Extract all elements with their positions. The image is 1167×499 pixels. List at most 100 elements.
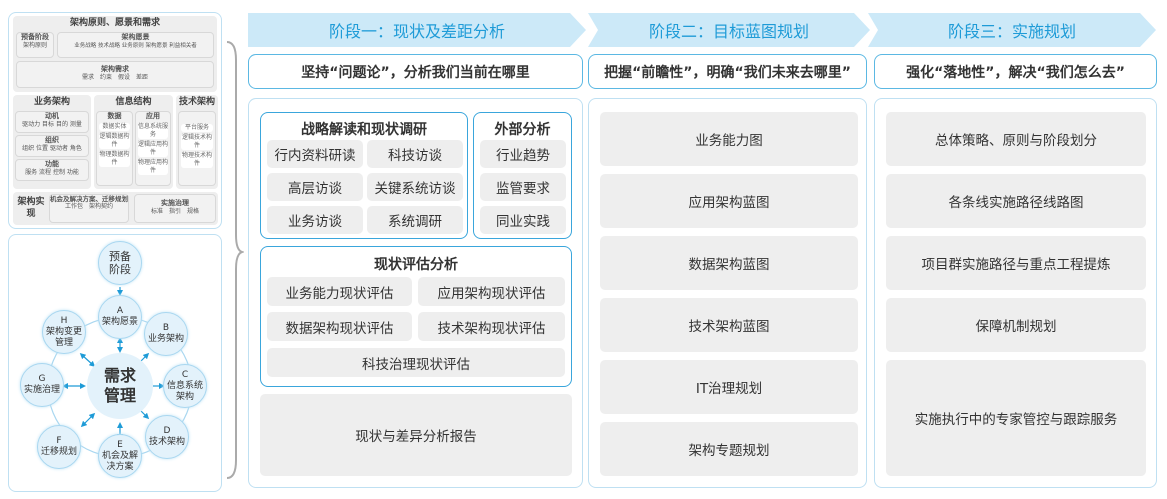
group-title: 功能 [45, 160, 59, 168]
assessment-item: 应用架构现状评估 [418, 277, 565, 306]
phase-label: 机会及解决方案 [102, 450, 139, 472]
stage-3-subtitle: 强化“落地性”，解决“我们怎么去” [874, 54, 1157, 89]
strategy-item: 高层访谈 [267, 173, 363, 201]
tech-item: 平台服务 [181, 124, 213, 132]
phase-letter: F [56, 436, 62, 446]
stage-3-item: 实施执行中的专家管控与跟踪服务 [886, 360, 1146, 476]
phase-letter: E [117, 439, 123, 450]
stage-3-item: 保障机制规划 [886, 298, 1146, 352]
app-item: 物理应用构件 [138, 159, 169, 175]
strategy-item: 系统调研 [367, 206, 463, 234]
business-arch-section: 业务架构 动机驱动力 目标 目的 测量 组织组织 位置 驱动者 角色 功能服务 … [13, 95, 91, 189]
organization-box: 组织组织 位置 驱动者 角色 [15, 135, 89, 157]
app-title: 应用 [146, 112, 160, 120]
assessment-item: 科技治理现状评估 [267, 348, 565, 377]
center-label: 需求管理 [103, 366, 136, 405]
business-title: 业务架构 [33, 97, 70, 107]
external-analysis-box: 外部分析 行业趋势 监管要求 同业实践 [473, 112, 572, 239]
vision-box: 架构愿景 业务战略 技术战略 业务原则 架构愿景 利益相关者 [57, 32, 214, 58]
stage-title: 阶段三：实施规划 [947, 22, 1076, 41]
strategy-title: 战略解读和现状调研 [301, 122, 427, 138]
strategy-item: 业务访谈 [267, 206, 363, 234]
opportunity-items: 工作包 架构契约 [64, 203, 113, 210]
vision-title: 架构愿景 [121, 33, 150, 41]
data-box: 数据 数据实体 逻辑数据构件 物理数据构件 [96, 111, 133, 186]
data-item: 数据实体 [99, 123, 130, 131]
assessment-title: 现状评估分析 [374, 257, 458, 273]
strategy-research-box: 战略解读和现状调研 行内资料研读 科技访谈 高层访谈 关键系统访谈 业务访谈 系… [260, 112, 468, 239]
tech-item: 物理技术构件 [181, 152, 213, 168]
stage-3-item: 各条线实施路径线路图 [886, 174, 1146, 228]
phase-label: 业务架构 [147, 334, 184, 344]
strategy-item: 科技访谈 [367, 140, 463, 168]
stage-3-panel [874, 98, 1157, 488]
governance-items: 标准 指引 规格 [150, 208, 199, 215]
requirements-items: 需求 约束 假设 差距 [81, 74, 148, 81]
stage-3-header: 阶段三：实施规划 [868, 13, 1156, 47]
data-item: 逻辑数据构件 [99, 133, 130, 149]
assessment-item: 技术架构现状评估 [418, 312, 565, 341]
assessment-item: 数据架构现状评估 [267, 312, 412, 341]
group-items: 组织 位置 驱动者 角色 [22, 145, 82, 152]
prelim-label: 预备阶段 [109, 250, 131, 276]
group-items: 驱动力 目标 目的 测量 [22, 121, 82, 128]
stage-2-item: 业务能力图 [600, 112, 858, 166]
info-title: 信息结构 [115, 97, 152, 107]
stage-2-item: IT治理规划 [600, 360, 858, 414]
external-item: 监管要求 [480, 173, 566, 201]
group-title: 动机 [45, 112, 59, 120]
opportunity-title: 机会及解决方案、迁移规划 [50, 195, 128, 203]
principles-section: 架构原则、愿景和需求 预备阶段 架构原则 架构愿景 业务战略 技术战略 业务原则… [13, 16, 217, 92]
assessment-box: 现状评估分析 业务能力现状评估 应用架构现状评估 数据架构现状评估 技术架构现状… [260, 246, 572, 387]
stage-2-item: 数据架构蓝图 [600, 236, 858, 290]
prelim-phase-circle: 预备阶段 [98, 241, 142, 285]
assessment-item: 业务能力现状评估 [267, 277, 412, 306]
phase-label: 架构愿景 [101, 317, 138, 327]
stage-3-item: 总体策略、原则与阶段划分 [886, 112, 1146, 166]
group-items: 服务 流程 控制 功能 [25, 169, 79, 176]
tech-arch-section: 技术架构 平台服务 逻辑技术构件 物理技术构件 [176, 95, 218, 189]
strategy-item: 行内资料研读 [267, 140, 363, 168]
prelim-title: 预备阶段 [21, 33, 49, 41]
stage-title: 阶段一：现状及差距分析 [328, 22, 505, 41]
realization-title: 架构实现 [17, 197, 45, 219]
phase-letter: H [60, 315, 68, 326]
realization-section: 架构实现 机会及解决方案、迁移规划 工作包 架构契约 实施治理 标准 指引 规格 [13, 192, 218, 225]
phase-label: 迁移规划 [40, 447, 77, 457]
stage-title: 阶段二：目标蓝图规划 [648, 22, 809, 41]
phase-letter: C [181, 369, 189, 380]
togaf-content-panel: 架构原则、愿景和需求 预备阶段 架构原则 架构愿景 业务战略 技术战略 业务原则… [8, 12, 222, 229]
governance-box: 实施治理 标准 指引 规格 [134, 194, 216, 223]
gap-analysis-report: 现状与差异分析报告 [260, 394, 572, 476]
brace-divider [226, 41, 244, 479]
external-item: 同业实践 [480, 206, 566, 234]
data-item: 物理数据构件 [99, 151, 130, 167]
requirements-title: 架构需求 [101, 65, 129, 73]
motivation-box: 动机驱动力 目标 目的 测量 [15, 111, 89, 133]
stage-1-header: 阶段一：现状及差距分析 [248, 13, 586, 47]
app-item: 逻辑应用构件 [138, 141, 169, 157]
phase-letter: A [116, 306, 124, 316]
app-item: 信息系统服务 [138, 123, 169, 139]
stage-1-subtitle: 坚持“问题论”，分析我们当前在哪里 [248, 54, 583, 89]
requirements-mgmt-circle: 需求管理 [87, 353, 153, 419]
phase-letter: D [163, 426, 171, 436]
group-title: 组织 [45, 136, 59, 144]
phase-letter: B [162, 323, 170, 333]
phase-label: 信息系统架构 [166, 380, 203, 402]
stage-2-item: 技术架构蓝图 [600, 298, 858, 352]
stage-2-item: 应用架构蓝图 [600, 174, 858, 228]
stage-2-subtitle: 把握“前瞻性”，明确“我们未来去哪里” [588, 54, 867, 89]
tech-box: 平台服务 逻辑技术构件 物理技术构件 [178, 111, 216, 186]
tech-title: 技术架构 [178, 97, 215, 107]
strategy-item: 关键系统访谈 [367, 173, 463, 201]
external-title: 外部分析 [494, 122, 551, 138]
governance-title: 实施治理 [161, 199, 189, 207]
